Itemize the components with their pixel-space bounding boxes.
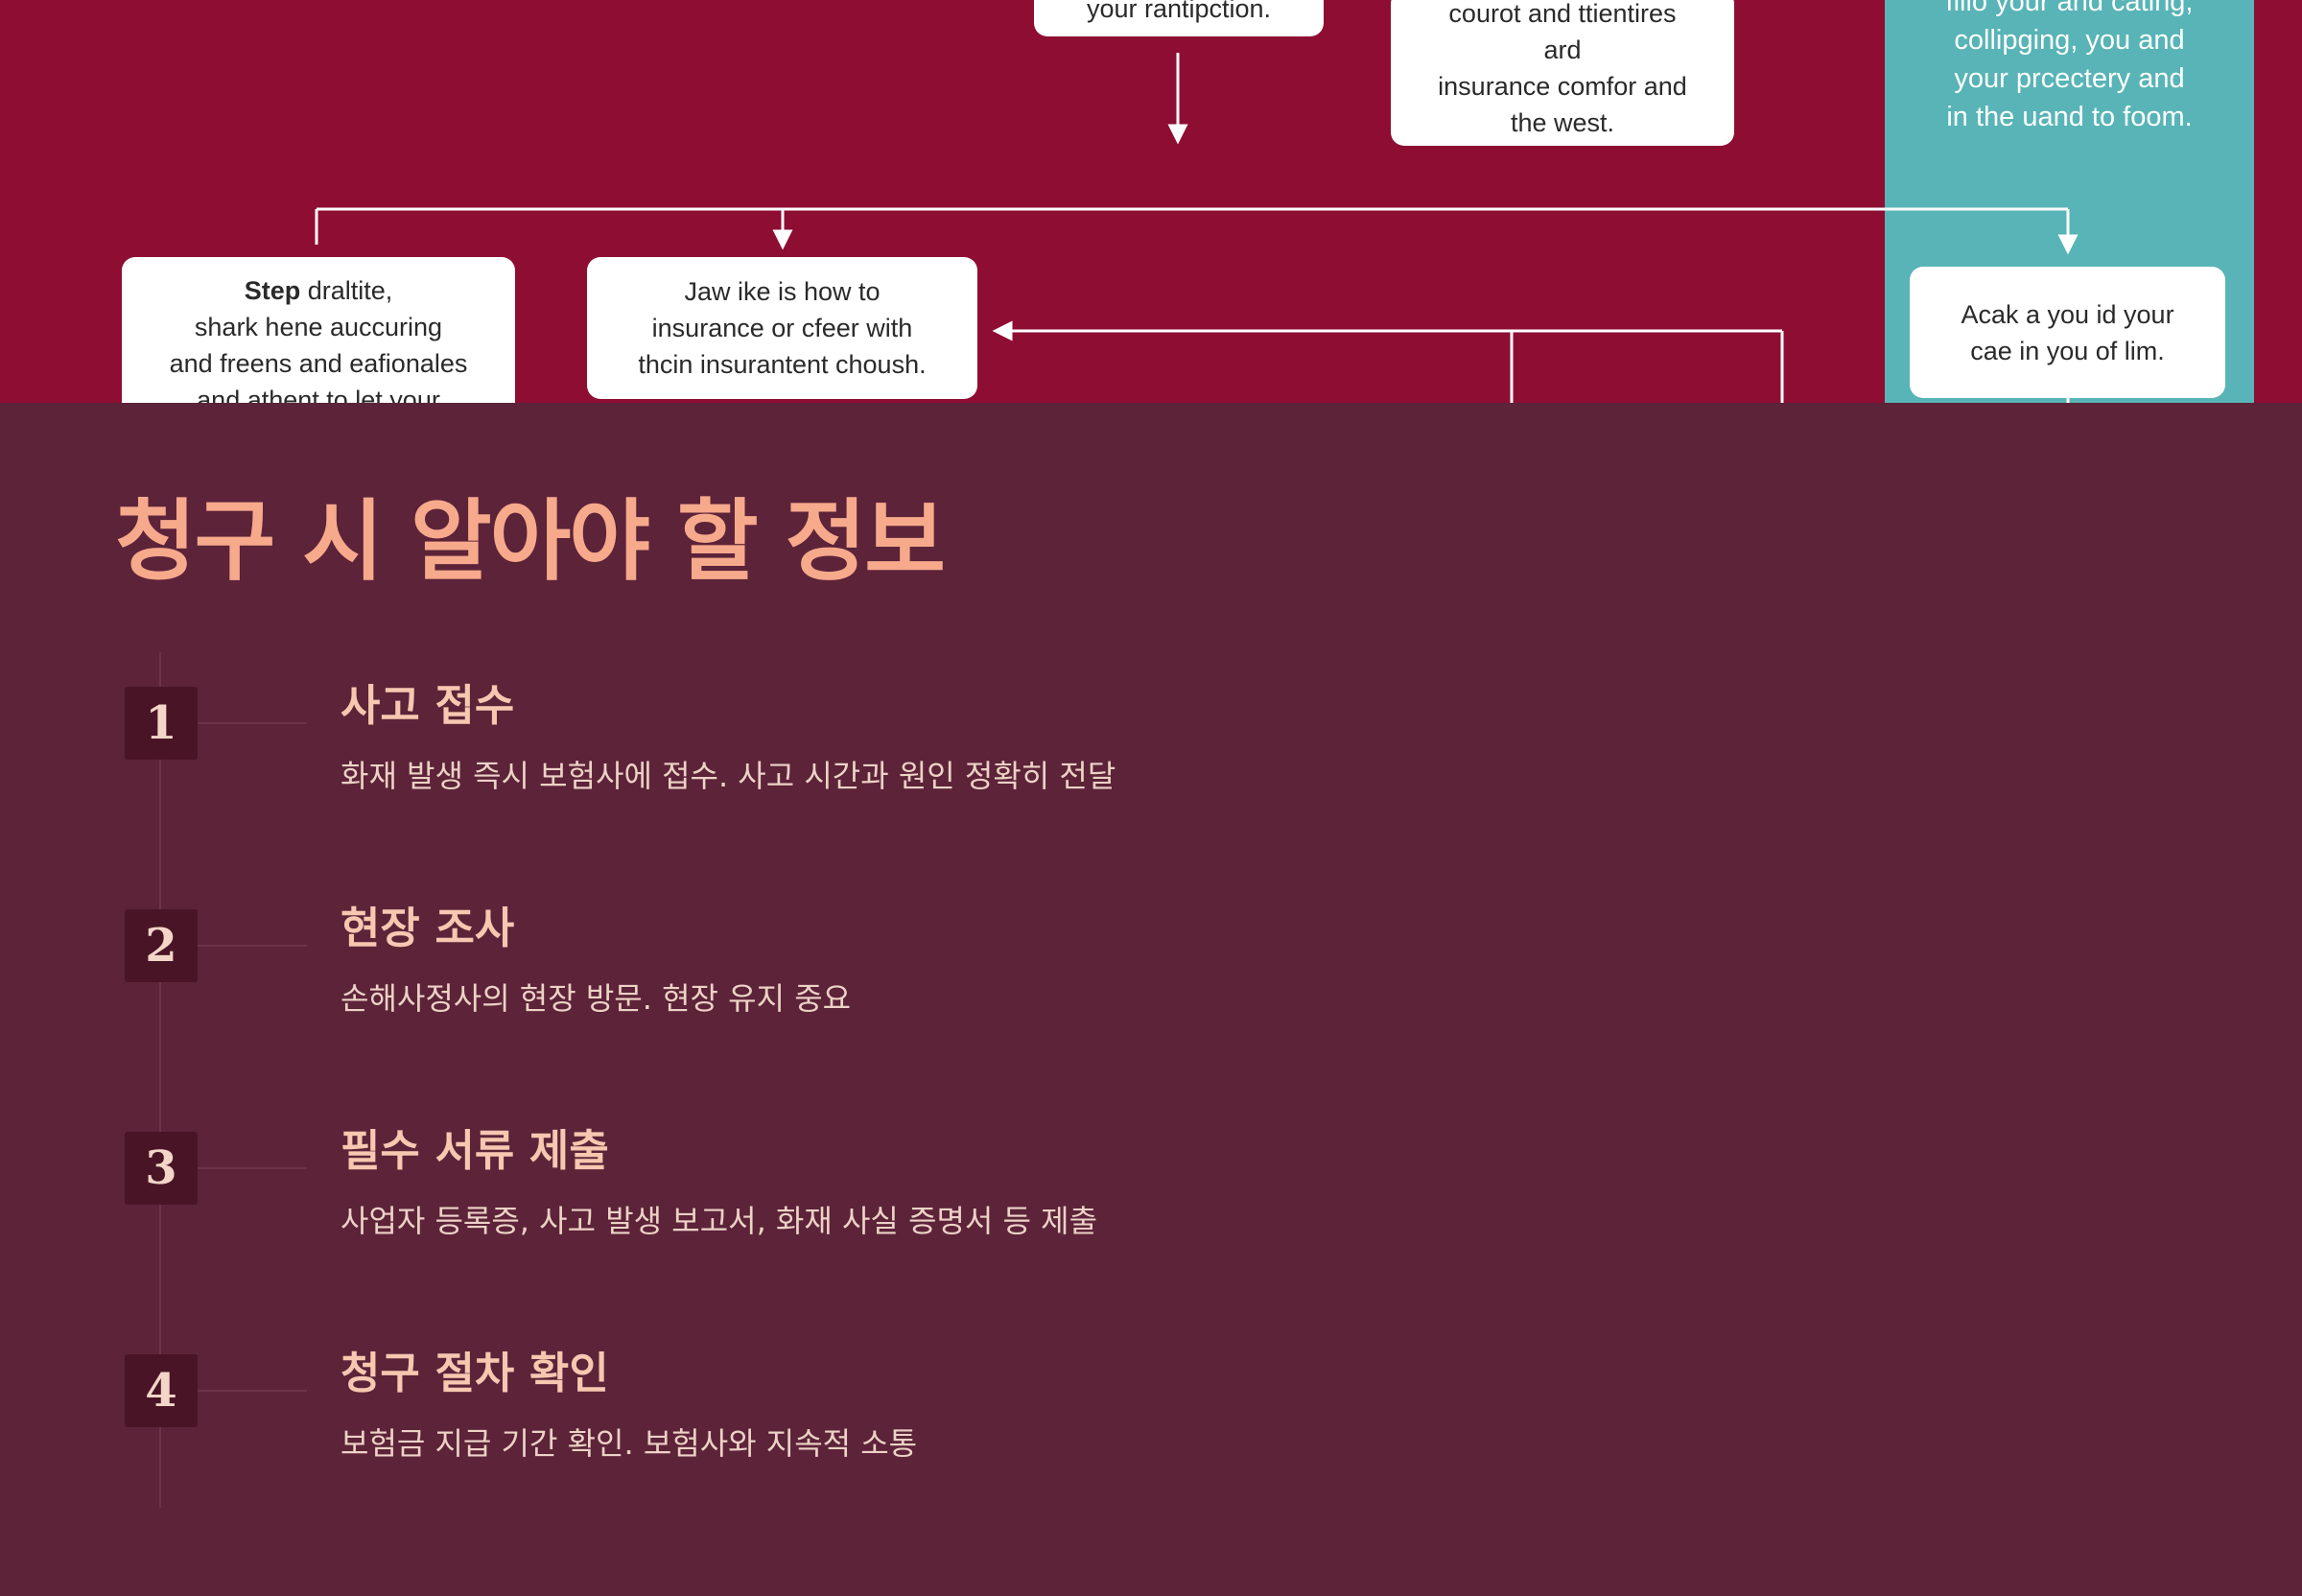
step-description: 화재 발생 즉시 보험사에 접수. 사고 시간과 원인 정확히 전달 (341, 758, 1116, 794)
flowchart-side-text: filio your and cating, collipging, you a… (1945, 0, 2194, 132)
step-connector (198, 1167, 307, 1169)
flowchart-box-left: Step draltite, shark hene auccuring and … (122, 257, 515, 403)
step-description: 손해사정사의 현장 방문. 현장 유지 중요 (341, 980, 852, 1017)
flowchart-box-left-text: draltite, shark hene auccuring and freen… (169, 276, 468, 403)
step-item: 4 청구 절차 확인 보험금 지급 기간 확인. 보험사와 지속적 소통 (0, 1348, 2302, 1546)
timeline-line (159, 652, 161, 1508)
flowchart-box-top-center: your rantipction. (1034, 0, 1324, 36)
step-item: 1 사고 접수 화재 발생 즉시 보험사에 접수. 사고 시간과 원인 정확히 … (0, 680, 2302, 879)
step-description: 보험금 지급 기간 확인. 보험사와 지속적 소통 (341, 1425, 918, 1462)
step-connector (198, 722, 307, 724)
step-item: 2 현장 조사 손해사정사의 현장 방문. 현장 유지 중요 (0, 903, 2302, 1101)
step-title: 사고 접수 (341, 680, 515, 731)
flowchart-box-right: Acak a you id your cae in you of lim. (1910, 267, 2225, 398)
step-title: 청구 절차 확인 (341, 1348, 609, 1398)
step-title: 필수 서류 제출 (341, 1125, 609, 1176)
step-connector (198, 1390, 307, 1392)
step-number: 1 (125, 687, 198, 760)
flowchart-box-top-right: courot and ttientires ard insurance comf… (1391, 0, 1734, 146)
step-number: 3 (125, 1132, 198, 1205)
step-connector (198, 945, 307, 947)
step-title: 현장 조사 (341, 903, 515, 953)
flowchart-connectors (315, 53, 2079, 403)
step-number: 4 (125, 1354, 198, 1427)
step-item: 3 필수 서류 제출 사업자 등록증, 사고 발생 보고서, 화재 사실 증명서… (0, 1125, 2302, 1324)
section-title: 청구 시 알아야 할 정보 (115, 490, 946, 593)
step-number: 2 (125, 909, 198, 982)
flowchart-box-left-lead: Step (244, 276, 301, 305)
flowchart-image: filio your and cating, collipging, you a… (0, 0, 2302, 403)
step-description: 사업자 등록증, 사고 발생 보고서, 화재 사실 증명서 등 제출 (341, 1203, 1098, 1239)
flowchart-box-middle: Jaw ike is how to insurance or cfeer wit… (587, 257, 977, 399)
